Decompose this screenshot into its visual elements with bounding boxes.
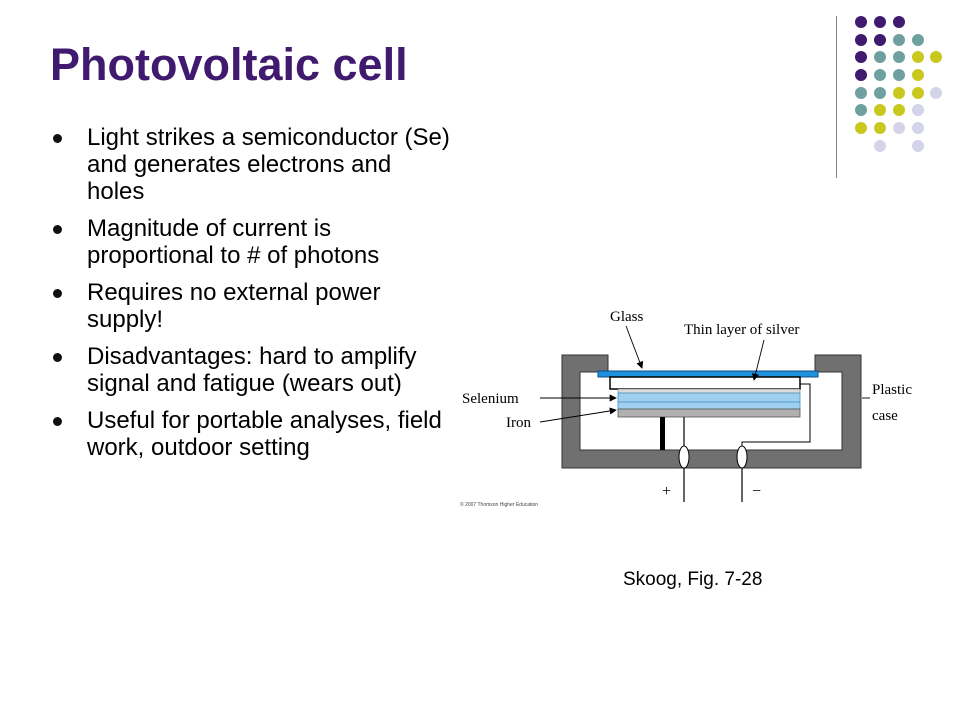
bullet-item: Magnitude of current is proportional to … xyxy=(50,215,450,269)
figure-caption: Skoog, Fig. 7-28 xyxy=(623,569,763,590)
bullet-item: Light strikes a semiconductor (Se) and g… xyxy=(50,124,450,205)
leader-thin-layer xyxy=(752,339,765,381)
bullet-list: Light strikes a semiconductor (Se) and g… xyxy=(50,124,450,471)
label-case: case xyxy=(872,408,898,424)
wire-top-right xyxy=(741,383,811,452)
bullet-text: Light strikes a semiconductor (Se) and g… xyxy=(87,124,450,205)
terminal-plus xyxy=(678,445,690,469)
dot-grid-decoration xyxy=(855,16,942,152)
leader-glass xyxy=(625,325,644,369)
label-selenium: Selenium xyxy=(462,391,519,407)
selenium-layer xyxy=(617,392,801,403)
glass-layer xyxy=(597,370,819,378)
photovoltaic-cell-diagram: Glass Thin layer of silver Selenium Iron… xyxy=(460,309,912,508)
label-thin-layer: Thin layer of silver xyxy=(684,322,799,338)
bullet-item: Useful for portable analyses, field work… xyxy=(50,407,450,461)
bullet-text: Requires no external power supply! xyxy=(87,279,381,333)
iron-layer xyxy=(617,408,801,418)
bullet-text: Disadvantages: hard to amplify signal an… xyxy=(87,343,417,397)
label-plus: + xyxy=(662,483,671,500)
bullet-dot-icon xyxy=(53,225,62,234)
bullet-item: Disadvantages: hard to amplify signal an… xyxy=(50,343,450,397)
bullet-dot-icon xyxy=(53,353,62,362)
slide-title: Photovoltaic cell xyxy=(50,39,408,90)
silver-frame xyxy=(609,376,801,390)
selenium-layer-2 xyxy=(617,401,801,410)
bullet-dot-icon xyxy=(53,134,62,143)
iron-lead-post xyxy=(660,417,665,450)
bullet-dot-icon xyxy=(53,417,62,426)
silver-layer xyxy=(617,388,801,394)
bullet-text: Useful for portable analyses, field work… xyxy=(87,407,442,461)
copyright-text: © 2007 Thomson Higher Education xyxy=(460,501,538,508)
leader-iron xyxy=(539,407,617,423)
bullet-text: Magnitude of current is proportional to … xyxy=(87,215,380,269)
divider-line xyxy=(836,16,837,178)
bullet-item: Requires no external power supply! xyxy=(50,279,450,333)
bullet-dot-icon xyxy=(53,289,62,298)
label-glass: Glass xyxy=(610,309,643,325)
label-iron: Iron xyxy=(506,415,531,431)
label-plastic: Plastic xyxy=(872,382,912,398)
terminal-minus xyxy=(736,445,748,469)
label-minus: − xyxy=(752,483,761,500)
